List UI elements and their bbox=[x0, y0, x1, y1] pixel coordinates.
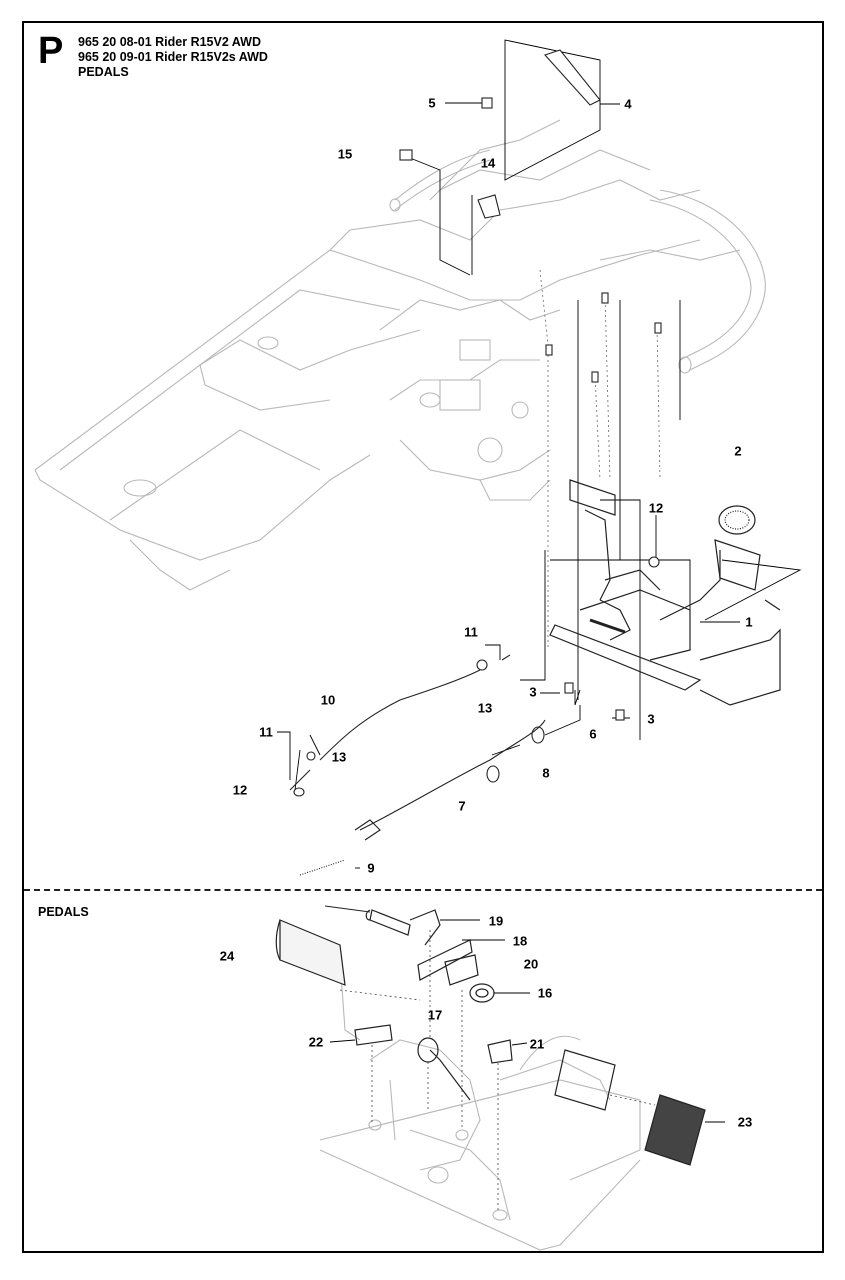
model-line-1: 965 20 08-01 Rider R15V2 AWD bbox=[78, 35, 261, 49]
section-label: PEDALS bbox=[38, 905, 89, 919]
model-line-2: 965 20 09-01 Rider R15V2s AWD bbox=[78, 50, 268, 64]
pedal-assembly bbox=[549, 479, 781, 706]
page-frame bbox=[22, 21, 824, 1253]
callout-7: 7 bbox=[458, 798, 466, 814]
callout-21: 21 bbox=[529, 1036, 545, 1052]
callout-15: 15 bbox=[337, 146, 353, 162]
callout-3-left: 3 bbox=[529, 684, 537, 700]
bottom-leader-lines bbox=[329, 919, 725, 1123]
section-letter: P bbox=[38, 30, 64, 72]
callout-8: 8 bbox=[542, 765, 550, 781]
pedal-frame-detail bbox=[319, 959, 641, 1251]
callout-11-left: 11 bbox=[259, 724, 273, 740]
callout-20: 20 bbox=[523, 956, 539, 972]
callout-18: 18 bbox=[512, 933, 528, 949]
callout-22: 22 bbox=[308, 1034, 324, 1050]
callout-2: 2 bbox=[734, 443, 742, 459]
bolts-and-nuts bbox=[293, 49, 662, 797]
callout-1: 1 bbox=[745, 614, 753, 630]
callout-16: 16 bbox=[537, 985, 553, 1001]
alignment-lines bbox=[539, 269, 661, 650]
callout-12-top: 12 bbox=[648, 500, 664, 516]
callout-14: 14 bbox=[480, 155, 496, 171]
callout-12-left: 12 bbox=[232, 782, 248, 798]
callout-17: 17 bbox=[427, 1007, 443, 1023]
diagram-title: PEDALS bbox=[78, 65, 129, 79]
callout-13-top: 13 bbox=[477, 700, 493, 716]
callout-5: 5 bbox=[428, 95, 436, 111]
callout-9: 9 bbox=[367, 860, 375, 876]
cables bbox=[289, 654, 546, 876]
frame-tube bbox=[389, 149, 766, 374]
callout-19: 19 bbox=[488, 913, 504, 929]
callout-24: 24 bbox=[219, 948, 235, 964]
callout-11-top: 11 bbox=[464, 624, 478, 640]
leader-lines bbox=[277, 39, 802, 869]
chassis-frame bbox=[34, 119, 741, 591]
section-divider bbox=[24, 889, 822, 891]
callout-3-right: 3 bbox=[647, 711, 655, 727]
bottom-alignment-lines bbox=[339, 930, 656, 1210]
callout-4: 4 bbox=[624, 96, 632, 112]
callout-6: 6 bbox=[589, 726, 597, 742]
callout-13-left: 13 bbox=[331, 749, 347, 765]
callout-10: 10 bbox=[320, 692, 336, 708]
pedal-parts-exploded bbox=[275, 905, 706, 1166]
callout-23: 23 bbox=[737, 1114, 753, 1130]
